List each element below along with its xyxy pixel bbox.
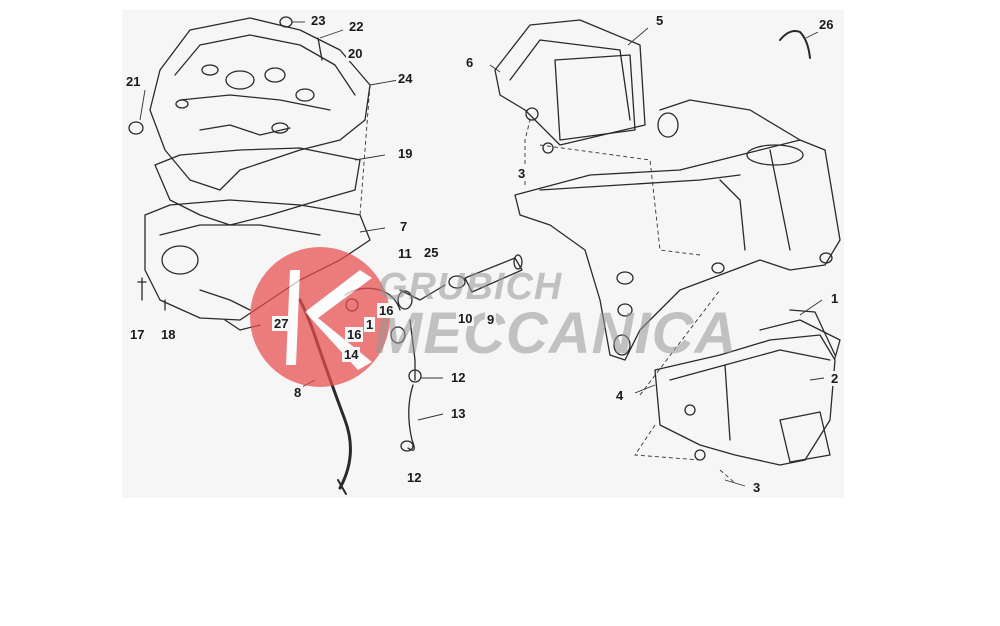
callout-20: 20 bbox=[346, 46, 365, 61]
callout-1-left: 1 bbox=[364, 317, 376, 332]
callout-27: 27 bbox=[272, 316, 291, 331]
callout-12-lower: 12 bbox=[405, 470, 424, 485]
callout-16: 16 bbox=[377, 303, 396, 318]
callout-1-right: 1 bbox=[829, 291, 841, 306]
seal-part bbox=[279, 16, 293, 28]
bracket-part bbox=[779, 30, 811, 59]
callout-26: 26 bbox=[817, 17, 836, 32]
callout-4: 4 bbox=[614, 388, 626, 403]
callout-23: 23 bbox=[309, 13, 328, 28]
callout-14: 14 bbox=[342, 347, 361, 362]
frame-part bbox=[514, 99, 841, 361]
callout-16-lower: 16 bbox=[345, 327, 364, 342]
callout-9: 9 bbox=[485, 312, 497, 327]
callout-3-lower: 3 bbox=[751, 480, 763, 495]
screw-part bbox=[317, 37, 323, 61]
callout-10: 10 bbox=[456, 311, 475, 326]
callout-19: 19 bbox=[396, 146, 415, 161]
callout-18: 18 bbox=[159, 327, 178, 342]
seal-part bbox=[128, 121, 144, 135]
air-filter-cover-part bbox=[494, 19, 646, 154]
callout-24: 24 bbox=[396, 71, 415, 86]
watermark-line1: GRUBICH bbox=[378, 266, 563, 308]
callout-6: 6 bbox=[464, 55, 476, 70]
screw-part bbox=[137, 277, 147, 301]
callout-8: 8 bbox=[292, 385, 304, 400]
callout-25: 25 bbox=[422, 245, 441, 260]
callout-12-upper: 12 bbox=[449, 370, 468, 385]
callout-17: 17 bbox=[128, 327, 147, 342]
watermark-line2: MECCANICA bbox=[374, 301, 738, 366]
gasket-part bbox=[154, 147, 361, 226]
callout-11: 11 bbox=[396, 246, 414, 261]
callout-3-upper: 3 bbox=[516, 166, 528, 181]
callout-22: 22 bbox=[347, 19, 366, 34]
callout-7: 7 bbox=[398, 219, 410, 234]
cylinder-head-part bbox=[149, 17, 371, 191]
callout-5: 5 bbox=[654, 13, 666, 28]
callout-2: 2 bbox=[829, 371, 841, 386]
diagram-background bbox=[122, 10, 844, 498]
air-intake-duct-part bbox=[654, 309, 841, 466]
callout-13: 13 bbox=[449, 406, 468, 421]
callout-21: 21 bbox=[124, 74, 143, 89]
